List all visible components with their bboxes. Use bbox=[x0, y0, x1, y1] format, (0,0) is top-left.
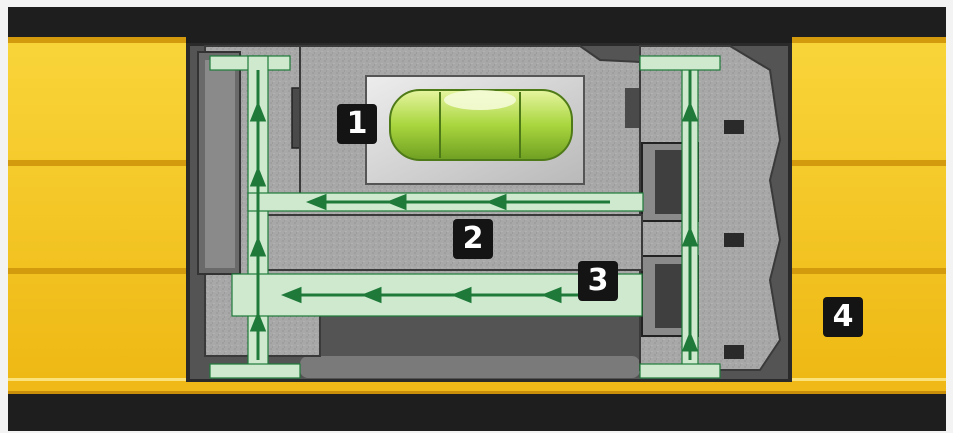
callout-1-label: 1 bbox=[346, 106, 368, 141]
right-housing bbox=[639, 45, 782, 371]
bubble-vial bbox=[389, 89, 573, 161]
flow-arrows bbox=[249, 70, 699, 360]
yellow-body-left bbox=[8, 37, 186, 389]
callout-2-label: 2 bbox=[462, 221, 484, 256]
callout-4-label: 4 bbox=[832, 299, 854, 334]
callout-badge-3: 3 bbox=[578, 261, 618, 301]
middle-block bbox=[261, 214, 643, 271]
callout-3-label: 3 bbox=[587, 263, 609, 298]
callout-badge-2: 2 bbox=[453, 219, 493, 259]
yellow-body-right bbox=[792, 37, 946, 389]
callout-badge-1: 1 bbox=[337, 104, 377, 144]
bottom-groove bbox=[300, 356, 640, 378]
callout-badge-4: 4 bbox=[823, 297, 863, 337]
